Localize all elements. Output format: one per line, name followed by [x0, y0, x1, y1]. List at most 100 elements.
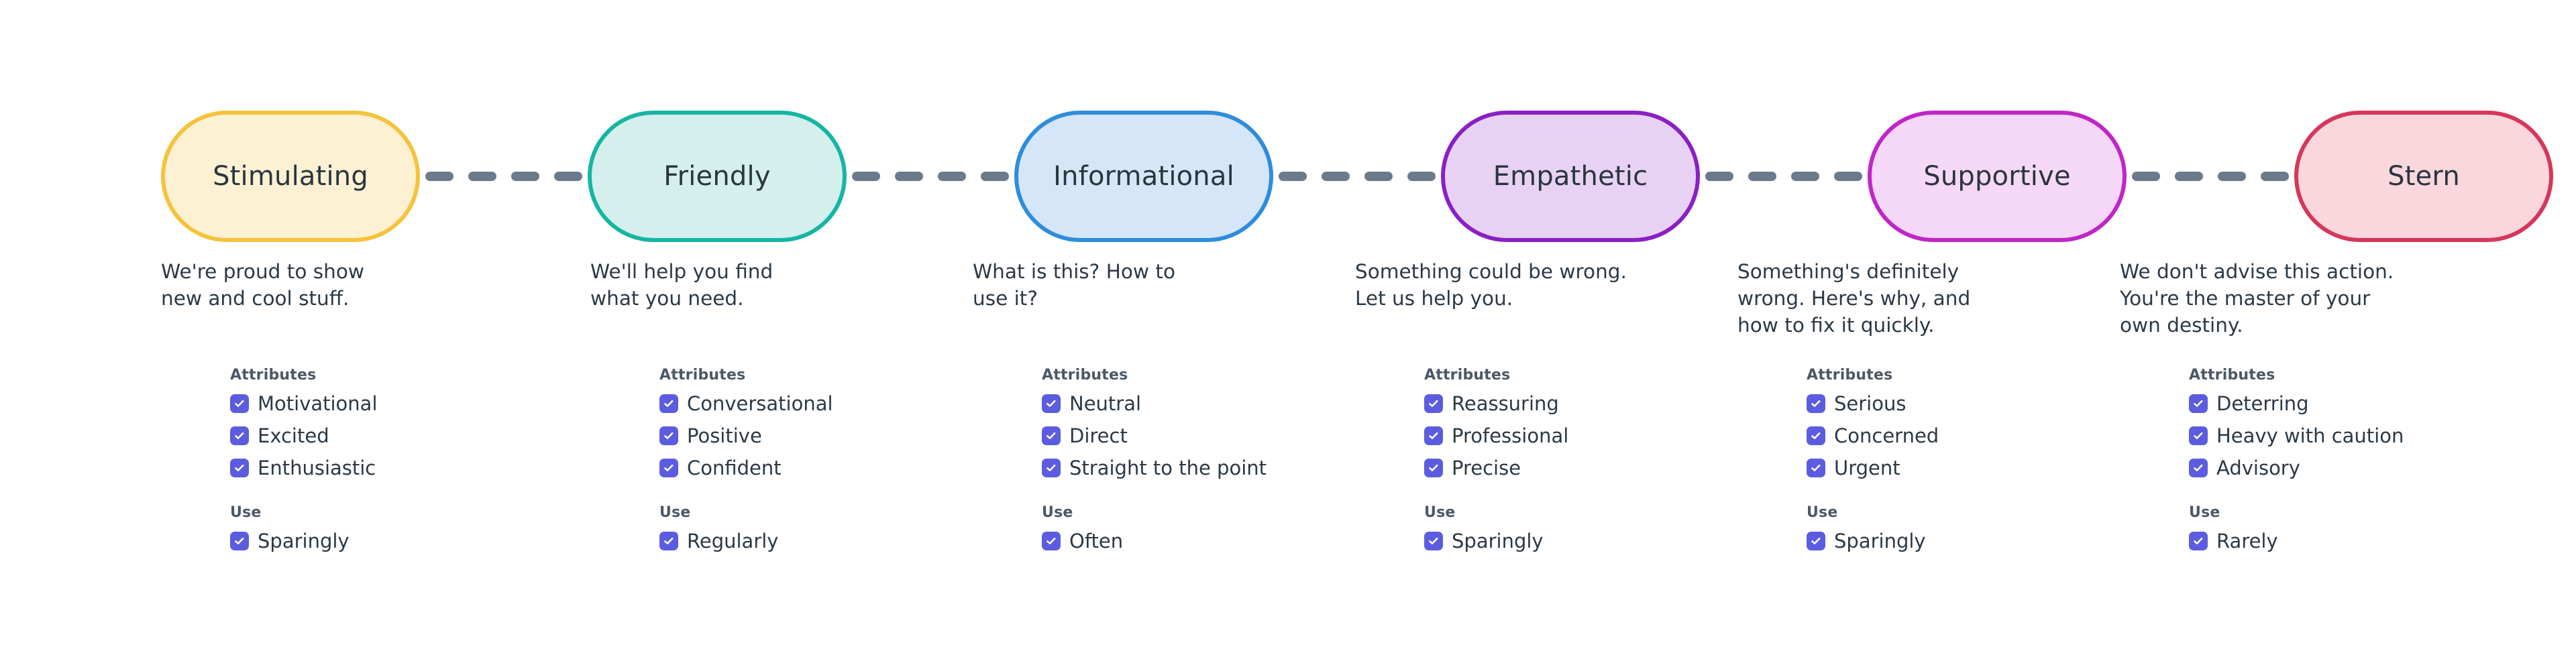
connector-dash [468, 172, 496, 181]
attributes-heading: Attributes [230, 367, 317, 384]
attribute-item[interactable]: Deterring [2189, 388, 2496, 420]
checkbox-checked-icon[interactable] [1424, 394, 1443, 413]
tone-pill-informational[interactable]: Informational [1014, 111, 1273, 242]
checkbox-label: Rarely [2216, 529, 2278, 552]
use-item[interactable]: Often [1042, 525, 1348, 557]
checkbox-checked-icon[interactable] [659, 459, 678, 477]
attribute-item[interactable]: Excited [230, 420, 537, 452]
connector-dash [1705, 172, 1733, 181]
use-item[interactable]: Sparingly [1807, 525, 2113, 557]
attribute-item[interactable]: Concerned [1807, 420, 2113, 452]
tone-description: Something could be wrong. Let us help yo… [1355, 260, 1627, 310]
tone-description: We'll help you find what you need. [590, 260, 773, 310]
use-item[interactable]: Regularly [659, 525, 966, 557]
attribute-item[interactable]: Urgent [1807, 452, 2113, 484]
attribute-item[interactable]: Positive [659, 420, 966, 452]
connector-dash [1748, 172, 1776, 181]
checkbox-checked-icon[interactable] [1042, 394, 1061, 413]
checkbox-checked-icon[interactable] [230, 532, 249, 550]
checkbox-checked-icon[interactable] [1807, 426, 1825, 445]
connector-dash [895, 172, 923, 181]
checkbox-label: Professional [1452, 424, 1569, 447]
connector-dash [1791, 172, 1819, 181]
checkbox-checked-icon[interactable] [659, 394, 678, 413]
checkbox-checked-icon[interactable] [1807, 394, 1825, 413]
tone-pill-label: Informational [1053, 161, 1234, 192]
checkbox-checked-icon[interactable] [2189, 532, 2208, 550]
tone-pill-stern[interactable]: Stern [2294, 111, 2553, 242]
dashed-connector [1279, 172, 1436, 181]
checkbox-checked-icon[interactable] [1042, 532, 1061, 550]
checkbox-checked-icon[interactable] [659, 532, 678, 550]
tone-pill-stimulating[interactable]: Stimulating [161, 111, 420, 242]
attribute-item[interactable]: Motivational [230, 388, 537, 420]
checkbox-label: Reassuring [1452, 392, 1559, 415]
checkbox-label: Direct [1069, 424, 1128, 447]
use-heading: Use [2189, 504, 2220, 521]
attribute-item[interactable]: Reassuring [1424, 388, 1731, 420]
attribute-item[interactable]: Direct [1042, 420, 1348, 452]
attribute-item[interactable]: Precise [1424, 452, 1731, 484]
checkbox-checked-icon[interactable] [2189, 459, 2208, 477]
checkbox-checked-icon[interactable] [1424, 426, 1443, 445]
checkbox-checked-icon[interactable] [230, 394, 249, 413]
attribute-item[interactable]: Neutral [1042, 388, 1348, 420]
use-item[interactable]: Rarely [2189, 525, 2496, 557]
checkbox-checked-icon[interactable] [659, 426, 678, 445]
checkbox-checked-icon[interactable] [1807, 532, 1825, 550]
tone-detail-columns: We're proud to show new and cool stuff.A… [0, 258, 2576, 580]
checkbox-label: Precise [1452, 456, 1521, 479]
attribute-item[interactable]: Confident [659, 452, 966, 484]
attribute-item[interactable]: Conversational [659, 388, 966, 420]
attribute-item[interactable]: Enthusiastic [230, 452, 537, 484]
connector-dash [2175, 172, 2203, 181]
checkbox-checked-icon[interactable] [230, 426, 249, 445]
attributes-heading: Attributes [1807, 367, 1893, 384]
checkbox-checked-icon[interactable] [1424, 459, 1443, 477]
tone-pill-empathetic[interactable]: Empathetic [1441, 111, 1700, 242]
checkbox-label: Neutral [1069, 392, 1142, 415]
tone-column-stern: We don't advise this action. You're the … [2120, 258, 2496, 557]
dashed-connector [425, 172, 582, 181]
attribute-item[interactable]: Professional [1424, 420, 1731, 452]
checkbox-checked-icon[interactable] [1807, 459, 1825, 477]
attribute-item[interactable]: Serious [1807, 388, 2113, 420]
attribute-item[interactable]: Advisory [2189, 452, 2496, 484]
tone-description: We don't advise this action. You're the … [2120, 260, 2394, 337]
checkbox-label: Often [1069, 529, 1124, 552]
checkbox-label: Confident [687, 456, 782, 479]
connector-dash [1407, 172, 1436, 181]
attribute-item[interactable]: Straight to the point [1042, 452, 1348, 484]
tone-pill-supportive[interactable]: Supportive [1868, 111, 2127, 242]
checkbox-label: Positive [687, 424, 762, 447]
checkbox-label: Straight to the point [1069, 456, 1267, 479]
checkbox-checked-icon[interactable] [2189, 394, 2208, 413]
tone-column-empathetic: Something could be wrong. Let us help yo… [1355, 258, 1731, 557]
tone-pill-label: Empathetic [1493, 161, 1648, 192]
tone-pill-friendly[interactable]: Friendly [588, 111, 847, 242]
checkbox-checked-icon[interactable] [1424, 532, 1443, 550]
checkbox-checked-icon[interactable] [1042, 459, 1061, 477]
checkbox-checked-icon[interactable] [230, 459, 249, 477]
attribute-item[interactable]: Heavy with caution [2189, 420, 2496, 452]
checkbox-checked-icon[interactable] [1042, 426, 1061, 445]
use-item[interactable]: Sparingly [230, 525, 537, 557]
tone-description: Something's definitely wrong. Here's why… [1737, 260, 1971, 337]
checkbox-checked-icon[interactable] [2189, 426, 2208, 445]
attributes-heading: Attributes [1424, 367, 1511, 384]
use-item[interactable]: Sparingly [1424, 525, 1731, 557]
use-heading: Use [1042, 504, 1073, 521]
